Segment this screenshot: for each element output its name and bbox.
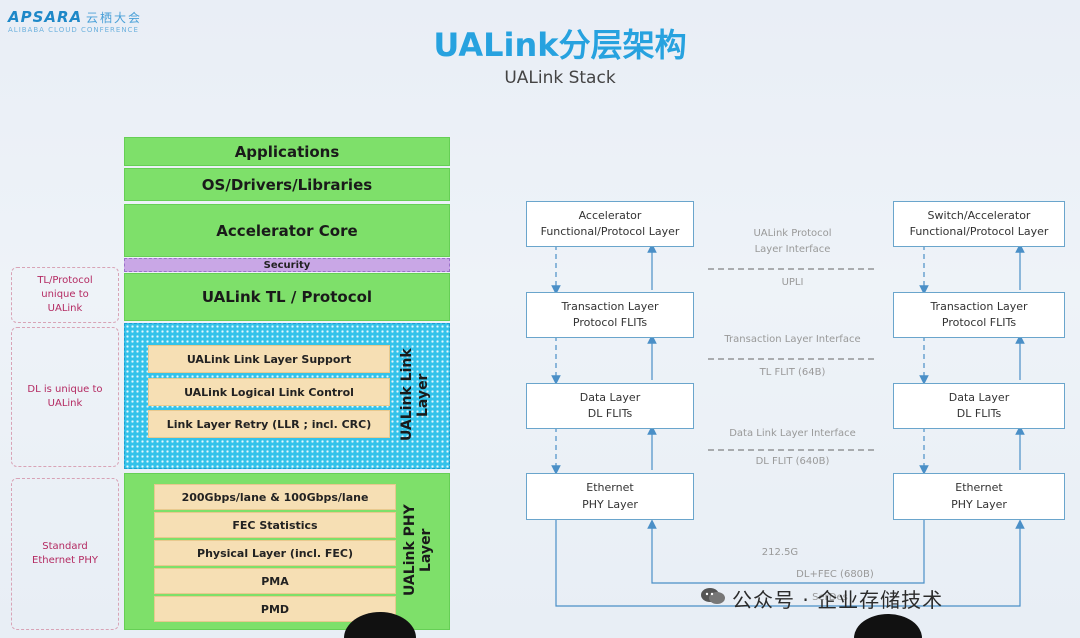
stack-security: Security [124, 258, 450, 272]
fec-label: DL+FEC (680B) [796, 569, 874, 580]
serdes-label: SerDes [812, 592, 848, 603]
phy-lane-speed: 200Gbps/lane & 100Gbps/lane [154, 484, 396, 510]
brand-logo-cn: 云栖大会 [86, 11, 143, 25]
page-subtitle: UALink Stack [504, 68, 616, 88]
link-logical-control: UALink Logical Link Control [148, 378, 390, 406]
phy-pmd: PMD [154, 596, 396, 622]
stack-applications: Applications [124, 137, 450, 166]
tl-flit-label: TL FLIT (64B) [759, 367, 826, 378]
page-title: UALink分层架构 [433, 26, 687, 64]
stack-os-drivers: OS/Drivers/Libraries [124, 168, 450, 201]
brand-logo: APSARA [8, 8, 83, 26]
tl-interface-label: Transaction Layer Interface [724, 334, 861, 345]
phy-fec-statistics: FEC Statistics [154, 512, 396, 538]
upli-label: UPLI [781, 277, 804, 288]
stack-accelerator-core: Accelerator Core [124, 204, 450, 257]
watermark: 公众号 · 企业存储技术 [732, 588, 944, 612]
dl-interface-label: Data Link Layer Interface [729, 428, 856, 439]
brand-logo-sub: ALIBABA CLOUD CONFERENCE [8, 26, 139, 34]
speed-label: 212.5G [761, 547, 799, 558]
phy-physical-layer: Physical Layer (incl. FEC) [154, 540, 396, 566]
wechat-icon [701, 588, 725, 604]
stack-tl-protocol: UALink TL / Protocol [124, 273, 450, 321]
link-layer-retry: Link Layer Retry (LLR ; incl. CRC) [148, 410, 390, 438]
phy-pma: PMA [154, 568, 396, 594]
link-layer-support: UALink Link Layer Support [148, 345, 390, 373]
dl-flit-label: DL FLIT (640B) [755, 456, 830, 467]
